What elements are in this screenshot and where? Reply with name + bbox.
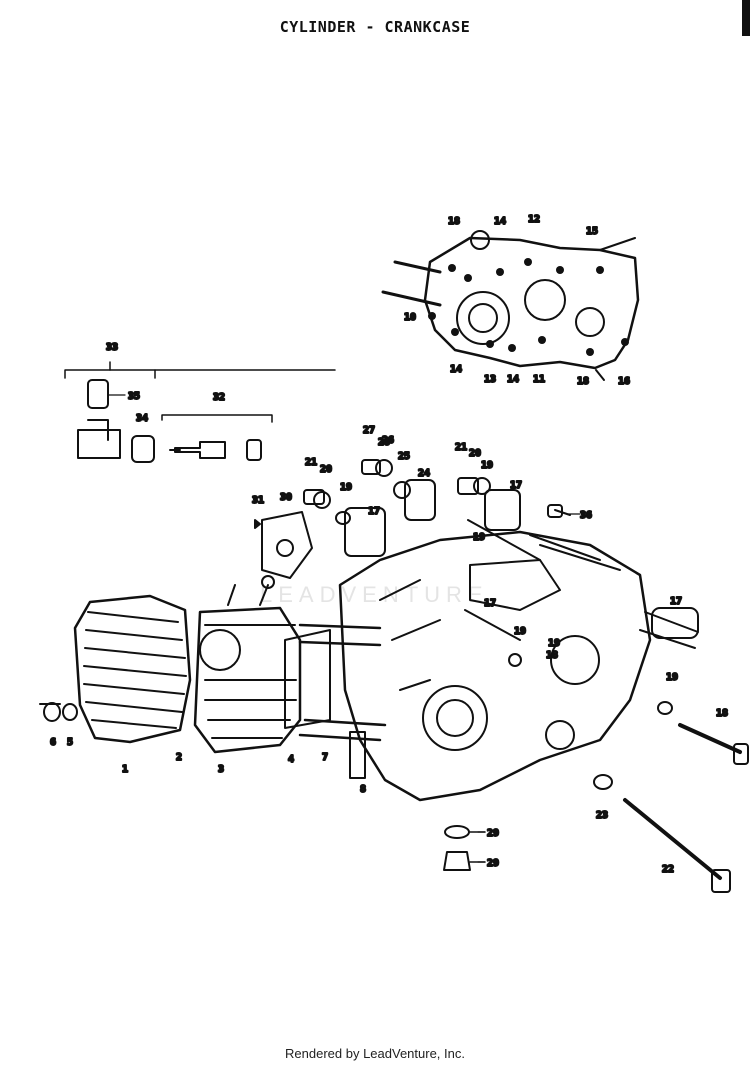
callout-17a: 17 (368, 506, 380, 517)
scan-edge-mark (742, 0, 750, 36)
callout-19d: 19 (514, 626, 526, 637)
callout-6: 6 (50, 737, 56, 748)
callout-14a: 14 (494, 216, 506, 227)
callout-17c: 17 (484, 598, 496, 609)
footer-credit: Rendered by LeadVenture, Inc. (285, 1046, 465, 1061)
callout-11: 11 (533, 374, 545, 385)
callout-32: 32 (213, 392, 225, 403)
callout-24: 24 (418, 468, 430, 479)
callout-29b: 29 (487, 858, 499, 869)
callout-30: 30 (280, 492, 292, 503)
callout-18a: 18 (448, 216, 460, 227)
callout-3: 3 (218, 764, 224, 775)
callout-15: 15 (586, 226, 598, 237)
callout-25: 25 (398, 451, 410, 462)
watermark: LEADVENTURE (260, 582, 489, 607)
callout-28: 28 (378, 437, 390, 448)
callout-29a: 29 (487, 828, 499, 839)
callout-18c: 18 (716, 708, 728, 719)
callout-14b: 14 (450, 364, 462, 375)
callout-19f: 19 (666, 672, 678, 683)
callout-19a: 19 (340, 482, 352, 493)
callout-31: 31 (252, 495, 264, 506)
page-title: CYLINDER - CRANKCASE (279, 18, 471, 36)
callout-20a: 20 (320, 464, 332, 475)
spark-plug-group (64, 361, 336, 463)
callout-16: 16 (618, 376, 630, 387)
callout-2: 2 (176, 752, 182, 763)
callout-13: 13 (484, 374, 496, 385)
callout-17b: 17 (510, 480, 522, 491)
callout-21b: 21 (455, 442, 467, 453)
callout-26: 26 (382, 435, 394, 446)
callout-21a: 21 (305, 457, 317, 468)
callout-7: 7 (322, 752, 328, 763)
callout-numbers: 1 2 3 4 5 6 7 8 10 11 12 13 14 14 14 15 … (49, 213, 729, 876)
callout-4: 4 (288, 754, 294, 765)
callout-18b: 18 (577, 376, 589, 387)
callout-19b: 19 (481, 460, 493, 471)
callout-17d: 17 (670, 596, 682, 607)
callout-33: 33 (106, 342, 118, 353)
callout-34: 34 (136, 413, 148, 424)
callout-12: 12 (528, 214, 540, 225)
callout-23: 23 (596, 810, 608, 821)
callout-36: 36 (580, 510, 592, 521)
callout-14c: 14 (507, 374, 519, 385)
cylinder-head (39, 594, 192, 744)
callout-22: 22 (662, 864, 674, 875)
callout-19c: 19 (473, 532, 485, 543)
crankcase-half-inset (381, 230, 640, 381)
callout-18d: 18 (546, 650, 558, 661)
callout-8: 8 (360, 784, 366, 795)
callout-35: 35 (128, 391, 140, 402)
callout-5: 5 (67, 737, 73, 748)
callout-10: 10 (404, 312, 416, 323)
callout-27: 27 (363, 425, 375, 436)
cylinder (193, 584, 302, 754)
main-crankcase (338, 479, 699, 802)
leader-lines (107, 394, 581, 863)
callout-20b: 20 (469, 448, 481, 459)
through-bolts (593, 701, 749, 893)
small-hardware (254, 459, 563, 529)
gaskets-and-studs (261, 511, 387, 779)
callout-19e: 19 (548, 638, 560, 649)
callout-1: 1 (122, 764, 128, 775)
